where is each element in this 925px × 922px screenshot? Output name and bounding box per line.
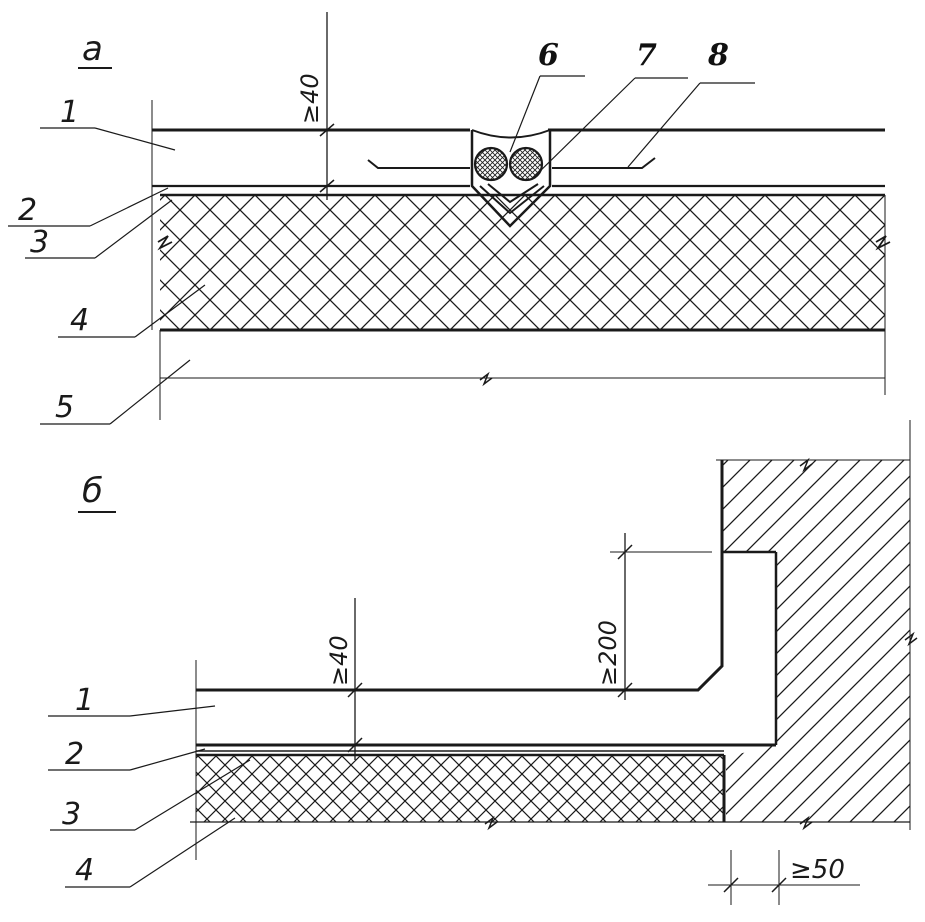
detail-a-callout-leaders (509, 75, 755, 179)
dim-offset-b: ≥50 (790, 855, 845, 885)
layer-label-a-5: 5 (55, 390, 74, 425)
wall-section (722, 460, 910, 822)
sealant-cord-left (473, 146, 509, 182)
detail-a-title: а (82, 29, 103, 69)
detail-b-leaders (48, 705, 251, 888)
layer-label-a-3: 3 (30, 225, 49, 260)
sealant-cord-right (508, 146, 544, 182)
dim-thickness-a: ≥40 (296, 73, 324, 124)
layer-label-a-2: 2 (18, 193, 37, 228)
layer-label-a-1: 1 (60, 95, 79, 130)
expansion-joint (470, 130, 552, 228)
layer-label-a-4: 4 (70, 303, 89, 338)
detail-b-title: б (82, 471, 103, 511)
insulation-layer-b (196, 755, 724, 822)
layer-label-b-2: 2 (65, 737, 84, 772)
dim-thickness-b: ≥40 (325, 635, 353, 686)
callout-8: 8 (707, 38, 729, 73)
callout-7: 7 (636, 38, 657, 73)
dim-upturn-b: ≥200 (594, 620, 622, 686)
layer-label-b-3: 3 (62, 797, 81, 832)
detail-a: а ≥40 (8, 12, 891, 425)
layer-label-b-4: 4 (75, 853, 94, 888)
callout-6: 6 (538, 38, 559, 73)
layer-label-b-1: 1 (75, 683, 94, 718)
detail-a-leaders (8, 127, 206, 425)
insulation-layer (160, 195, 885, 330)
detail-b: б ≥40 ≥200 (48, 420, 918, 905)
screed-b (196, 552, 724, 692)
